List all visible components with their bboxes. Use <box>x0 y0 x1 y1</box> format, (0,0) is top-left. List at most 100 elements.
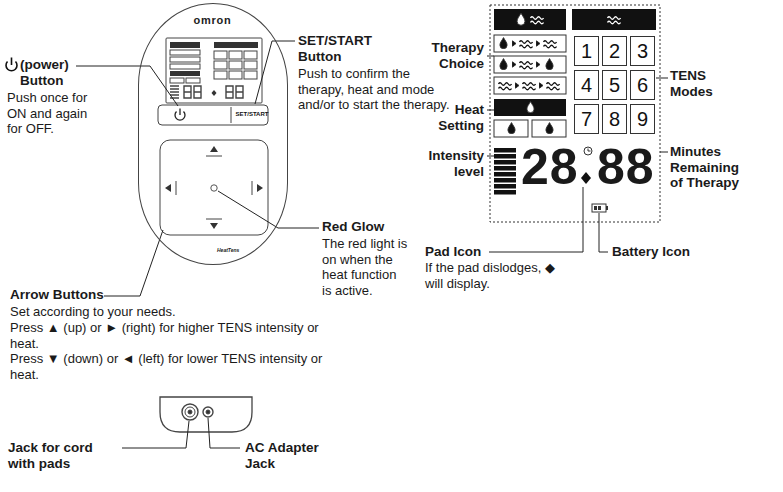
display-callout: Heat Setting <box>418 102 484 133</box>
label-holder: Battery Icon <box>612 244 712 260</box>
mini-segment <box>170 71 200 76</box>
tens-mode-cell: 7 <box>574 104 599 134</box>
display-callout: Intensity level <box>418 148 484 179</box>
pad-cord-jack <box>182 404 198 420</box>
button-divider <box>231 107 232 123</box>
mode-number: 6 <box>637 74 648 96</box>
pad-icon <box>581 172 591 184</box>
mini-digits <box>184 86 243 98</box>
intensity-bar <box>494 154 516 159</box>
wave-icon <box>499 83 512 90</box>
label-holder: Pad Icon <box>425 244 495 260</box>
mode-number: 9 <box>637 108 648 130</box>
display-callout: TENS Modes <box>670 68 732 99</box>
label-holder: The red light is on when the heat functi… <box>322 236 408 298</box>
intensity-bar <box>494 160 516 165</box>
label-holder: Set according to your needs. <box>10 304 340 320</box>
mini-segment <box>186 78 200 83</box>
label-holder: 88 <box>597 139 655 195</box>
intensity-bar <box>494 148 516 153</box>
arrow-pad <box>160 140 268 235</box>
leader-line <box>255 41 295 104</box>
power-symbol <box>175 109 185 121</box>
device-housing: omronHeatTens SET/START <box>138 3 288 265</box>
wave-icon <box>547 83 560 90</box>
leader-line <box>487 110 494 111</box>
clock-icon <box>584 147 592 155</box>
part-heading: (power) Button <box>20 57 90 88</box>
mini-cell <box>229 61 242 69</box>
label-holder: AC Adapter Jack <box>245 440 335 471</box>
part-heading: SET/START Button <box>298 33 383 64</box>
battery-icon <box>592 204 606 212</box>
label-holder: Push once for ON and again for OFF. <box>7 90 97 137</box>
part-heading: Jack for cord with pads <box>8 440 113 471</box>
leader-line <box>660 152 668 153</box>
pad-mark <box>252 181 253 195</box>
intensity-bar <box>494 178 516 183</box>
device-illustration <box>158 38 268 432</box>
mini-segment <box>170 50 200 55</box>
drop-icon <box>508 123 515 134</box>
part-description: Set according to your needs. <box>10 304 340 320</box>
mode-number: 8 <box>609 108 620 130</box>
label-holder: Press ▲ (up) or ► (right) for higher TEN… <box>10 320 328 351</box>
right-arrow <box>257 184 263 192</box>
label-holder: Push to confirm the therapy, heat and mo… <box>298 66 450 113</box>
wave-icon <box>520 41 533 48</box>
mode-number: 7 <box>581 108 592 130</box>
step-arrow <box>515 83 519 89</box>
leader-line <box>487 56 494 57</box>
mini-segment <box>170 78 184 83</box>
text-holder: HeatTens <box>217 248 257 254</box>
mini-cell <box>214 51 227 59</box>
heat-header <box>494 99 566 116</box>
part-heading: Red Glow <box>322 219 422 235</box>
button-text: SET/START <box>236 111 269 118</box>
mini-display <box>166 38 262 103</box>
wave-icon <box>608 17 621 24</box>
part-description: Press ▲ (up) or ► (right) for higher TEN… <box>10 320 328 351</box>
power-symbol <box>6 58 17 71</box>
part-description: Push to confirm the therapy, heat and mo… <box>298 66 450 113</box>
device-bottom-view <box>160 397 252 432</box>
label-holder: Red Glow <box>322 219 422 235</box>
intensity-bar <box>494 184 516 189</box>
part-description: Press ▼ (down) or ◄ (left) for lower TEN… <box>10 351 328 382</box>
wave-icon <box>523 83 536 90</box>
tens-mode-cell: 6 <box>630 70 655 100</box>
part-heading: AC Adapter Jack <box>245 440 335 471</box>
display-callout: Minutes Remaining of Therapy <box>670 144 752 191</box>
leader-line <box>656 78 668 79</box>
intensity-bar <box>494 190 516 195</box>
mode-number: 2 <box>609 40 620 62</box>
battery-level <box>598 206 601 210</box>
drop-icon <box>527 102 534 113</box>
leader-line <box>487 156 494 157</box>
model-name: HeatTens <box>217 248 257 254</box>
mini-cell <box>229 51 242 59</box>
leader-line <box>599 213 608 252</box>
drop-icon <box>546 59 553 70</box>
mini-pad-icon <box>212 90 217 96</box>
leader-line <box>489 187 583 252</box>
label-holder: Intensity level <box>418 148 484 179</box>
drop-icon <box>546 123 553 134</box>
segment-digits: 88 <box>597 139 655 195</box>
label-holder: SET/START Button <box>298 33 383 64</box>
tens-header <box>572 9 656 30</box>
drop-icon <box>517 13 525 25</box>
wave-icon <box>520 62 533 69</box>
tens-mode-cell: 8 <box>602 104 627 134</box>
leader-line <box>122 421 189 448</box>
adapter-jack <box>206 410 210 414</box>
text-holder: omron <box>139 14 286 26</box>
button-strip <box>158 105 268 125</box>
therapy-row <box>494 56 566 73</box>
therapy-row <box>494 77 566 94</box>
display-callout: Battery Icon <box>612 244 712 260</box>
label-holder: Minutes Remaining of Therapy <box>670 144 752 191</box>
mini-segment <box>170 57 200 62</box>
leader-line <box>208 418 240 448</box>
